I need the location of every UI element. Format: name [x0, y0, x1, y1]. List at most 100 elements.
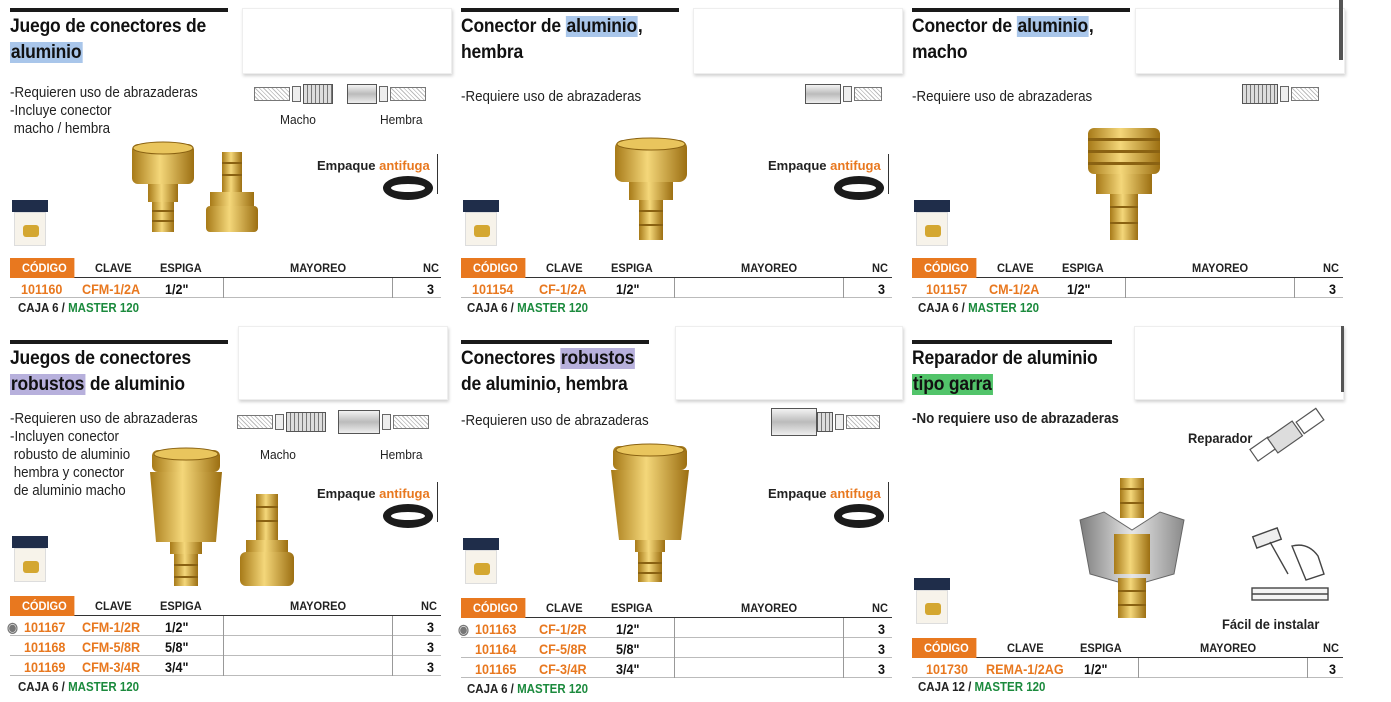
feature-list: -No requiere uso de abrazaderas	[912, 410, 1124, 428]
clamp-icon	[843, 86, 852, 102]
table-row[interactable]: 101160 CFM-1/2A 1/2" 3	[10, 278, 441, 298]
panel-title: Conector de aluminio,hembra	[461, 16, 643, 63]
cell-codigo: 101154	[472, 281, 514, 297]
title-bar	[461, 340, 649, 344]
title-highlight: aluminio	[10, 42, 83, 63]
col-nc: NC	[1323, 261, 1339, 275]
cell-nc: 3	[878, 281, 886, 297]
product-panel-juego-conectores: Juego de conectores de aluminio -Requier…	[10, 8, 456, 353]
cell-mayoreo	[1125, 278, 1295, 298]
divider-line	[888, 154, 889, 194]
facil-instalar-label: Fácil de instalar	[1222, 616, 1320, 632]
cell-mayoreo	[223, 616, 393, 636]
feature-item: -Incluyen conector	[10, 429, 120, 445]
cell-nc: 3	[427, 659, 435, 675]
col-mayoreo: MAYOREO	[290, 261, 347, 275]
title-bar	[912, 340, 1112, 344]
feature-item: macho / hembra	[10, 121, 111, 137]
table-row[interactable]: ◉ 101167 CFM-1/2R 1/2" 3	[7, 616, 441, 636]
table-row[interactable]: ◉ 101163 CF-1/2R 1/2" 3	[458, 618, 892, 638]
cell-clave: CF-1/2R	[539, 621, 587, 637]
hammer-install-icon	[1251, 527, 1329, 601]
col-clave: CLAVE	[1007, 641, 1044, 655]
col-clave: CLAVE	[95, 261, 132, 275]
product-panel-conector-macho: Conector de aluminio,macho -Requiere uso…	[912, 8, 1358, 353]
package-thumbnail	[12, 536, 48, 582]
clamp-icon	[292, 86, 301, 102]
cell-codigo: 101165	[475, 661, 517, 677]
scrollbar[interactable]	[1341, 326, 1344, 392]
panel-title: Conector de aluminio,macho	[912, 16, 1094, 63]
cell-clave: CFM-1/2R	[82, 619, 141, 635]
caja-master-info: CAJA 6 / MASTER 120	[918, 301, 1040, 315]
cell-mayoreo	[223, 656, 393, 676]
cell-mayoreo	[674, 638, 844, 658]
clamp-icon	[1280, 86, 1289, 102]
col-clave: CLAVE	[997, 261, 1034, 275]
brass-robust-female-connector-image	[611, 443, 689, 582]
hose-icon	[393, 415, 429, 429]
feature-list: -Requieren uso de abrazaderas -Incluye c…	[10, 84, 222, 138]
cell-nc: 3	[878, 661, 886, 677]
eye-icon[interactable]: ◉	[458, 621, 469, 637]
cell-codigo: 101160	[21, 281, 63, 297]
cell-clave: CFM-3/4R	[82, 659, 141, 675]
cell-codigo: 101163	[475, 621, 517, 637]
feature-list: -Requieren uso de abrazaderas -Incluyen …	[10, 410, 222, 500]
gasket-ring-image	[834, 504, 884, 528]
eye-icon[interactable]: ◉	[7, 619, 18, 635]
female-fitting-icon	[805, 84, 841, 104]
feature-item: hembra y conector	[10, 465, 125, 481]
clamp-icon	[275, 414, 284, 430]
female-fitting-icon	[771, 408, 817, 436]
col-mayoreo: MAYOREO	[741, 601, 798, 615]
connector-diagram	[237, 410, 429, 434]
caja-master-info: CAJA 6 / MASTER 120	[467, 301, 589, 315]
table-row[interactable]: 101168 CFM-5/8R 5/8" 3	[10, 636, 441, 656]
gasket-ring-image	[383, 176, 433, 200]
table-row[interactable]: 101157 CM-1/2A 1/2" 3	[912, 278, 1343, 298]
female-fitting-icon	[338, 410, 380, 434]
caja-master-info: CAJA 6 / MASTER 120	[18, 680, 140, 694]
feature-list: -Requieren uso de abrazaderas	[461, 412, 673, 430]
cell-espiga: 3/4"	[165, 659, 189, 675]
blank-box	[675, 326, 903, 400]
feature-item: -Requieren uso de abrazaderas	[461, 413, 649, 429]
hembra-label: Hembra	[380, 447, 423, 462]
cell-nc: 3	[427, 281, 435, 297]
title-line-2: hembra	[461, 42, 524, 63]
table-header: CÓDIGO CLAVE ESPIGA MAYOREO NC	[912, 258, 1343, 278]
table-row[interactable]: 101165 CF-3/4R 3/4" 3	[461, 658, 892, 678]
cell-clave: CF-1/2A	[539, 281, 587, 297]
table-row[interactable]: 101169 CFM-3/4R 3/4" 3	[10, 656, 441, 676]
col-espiga: ESPIGA	[611, 261, 653, 275]
cell-clave: CFM-1/2A	[82, 281, 141, 297]
gasket-ring-image	[834, 176, 884, 200]
panel-title: Juego de conectores de aluminio	[10, 14, 223, 66]
col-nc: NC	[872, 601, 888, 615]
hose-icon	[254, 87, 290, 101]
col-codigo: CÓDIGO	[10, 258, 75, 278]
cell-mayoreo	[223, 636, 393, 656]
blank-box	[238, 326, 448, 400]
caja-master-info: CAJA 6 / MASTER 120	[467, 682, 589, 696]
col-clave: CLAVE	[95, 599, 132, 613]
feature-list: -Requiere uso de abrazaderas	[461, 88, 673, 106]
table-row[interactable]: 101164 CF-5/8R 5/8" 3	[461, 638, 892, 658]
hose-icon	[390, 87, 426, 101]
table-row[interactable]: 101154 CF-1/2A 1/2" 3	[461, 278, 892, 298]
divider-line	[437, 154, 438, 194]
scrollbar[interactable]	[1339, 0, 1343, 60]
table-row[interactable]: 101730 REMA-1/2AG 1/2" 3	[912, 658, 1343, 678]
col-mayoreo: MAYOREO	[741, 261, 798, 275]
cell-nc: 3	[1329, 661, 1337, 677]
product-table: CÓDIGO CLAVE ESPIGA MAYOREO NC 101154 CF…	[461, 258, 892, 298]
panel-title: Juegos de conectores robustos de alumini…	[10, 348, 191, 395]
clamp-icon	[835, 414, 844, 430]
product-table: CÓDIGO CLAVE ESPIGA MAYOREO NC 101157 CM…	[912, 258, 1343, 298]
package-thumbnail	[463, 200, 499, 246]
cell-mayoreo	[223, 278, 393, 298]
col-codigo: CÓDIGO	[461, 598, 526, 618]
panel-title: Reparador de aluminio tipo garra	[912, 348, 1098, 395]
feature-item: -Requieren uso de abrazaderas	[10, 411, 198, 427]
